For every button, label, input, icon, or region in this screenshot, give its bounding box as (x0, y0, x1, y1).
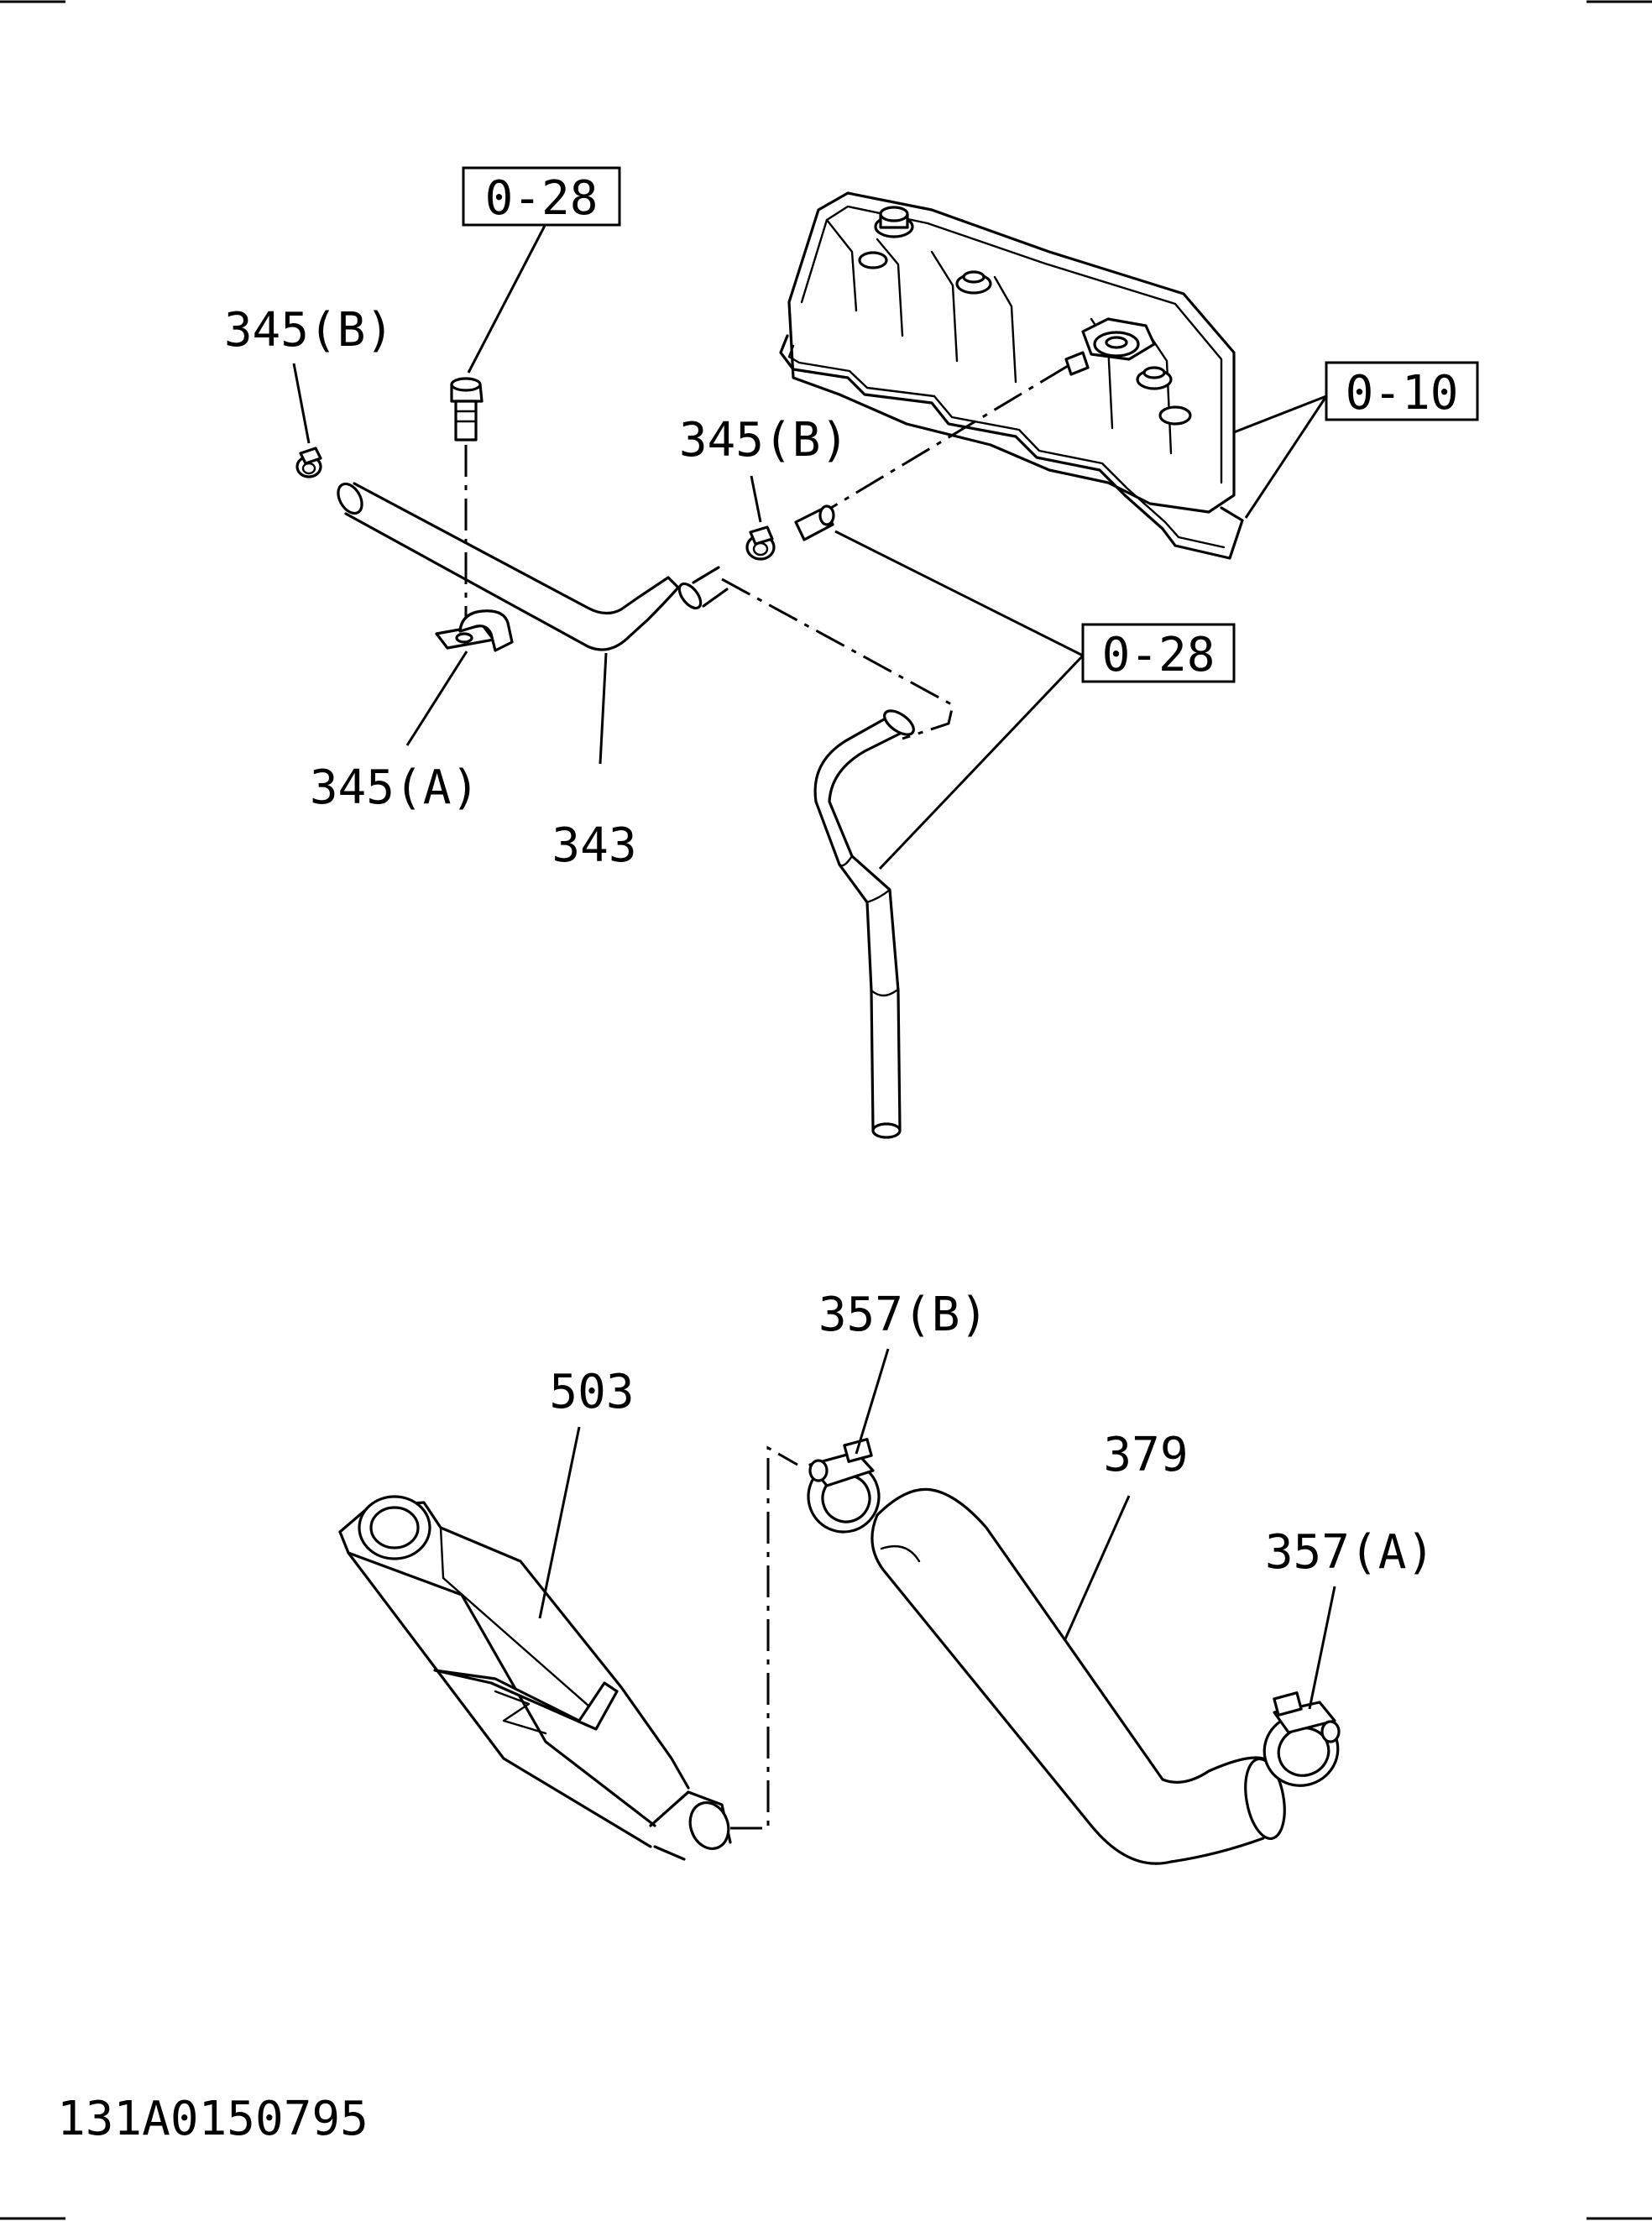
label-379: 379 (1103, 1428, 1188, 1482)
label-ref-0-28-mid: 0-28 (1102, 628, 1215, 682)
centerline-breather (826, 364, 1069, 512)
lower-leader-lines (538, 1348, 1336, 1710)
ref-box-0-28-top (462, 166, 621, 227)
label-ref-0-28-top: 0-28 (485, 171, 599, 226)
clip-345a (435, 609, 514, 652)
centerline-hose-route (721, 577, 954, 740)
drawing-number: 131A0150795 (57, 2092, 369, 2146)
breather-hose-343 (337, 482, 729, 651)
lower-breather-pipe (813, 709, 915, 1139)
clamp-345b-right (745, 525, 776, 561)
label-343: 343 (552, 818, 636, 873)
ref-box-0-28-mid (1081, 623, 1236, 683)
label-357b: 357(B) (818, 1288, 988, 1342)
ref-box-0-10 (1325, 361, 1479, 421)
centerline-intercooler-link (730, 1445, 798, 1830)
cylinder-head-cover (779, 191, 1244, 560)
bolt-0-28 (450, 377, 484, 442)
breather-nipple (794, 504, 835, 541)
clamp-357b (807, 1438, 881, 1534)
label-345b-left: 345(B) (224, 303, 394, 358)
clamp-345b-left (295, 447, 322, 478)
upper-leader-lines (292, 220, 1328, 870)
intercooler-503 (338, 1495, 732, 1861)
label-503: 503 (549, 1365, 634, 1419)
label-345a: 345(A) (310, 760, 479, 815)
clamp-357a (1263, 1691, 1341, 1787)
label-ref-0-10: 0-10 (1346, 366, 1459, 421)
label-345b-right: 345(B) (679, 413, 849, 468)
hose-379 (870, 1487, 1286, 1865)
label-357a: 357(A) (1265, 1525, 1435, 1580)
